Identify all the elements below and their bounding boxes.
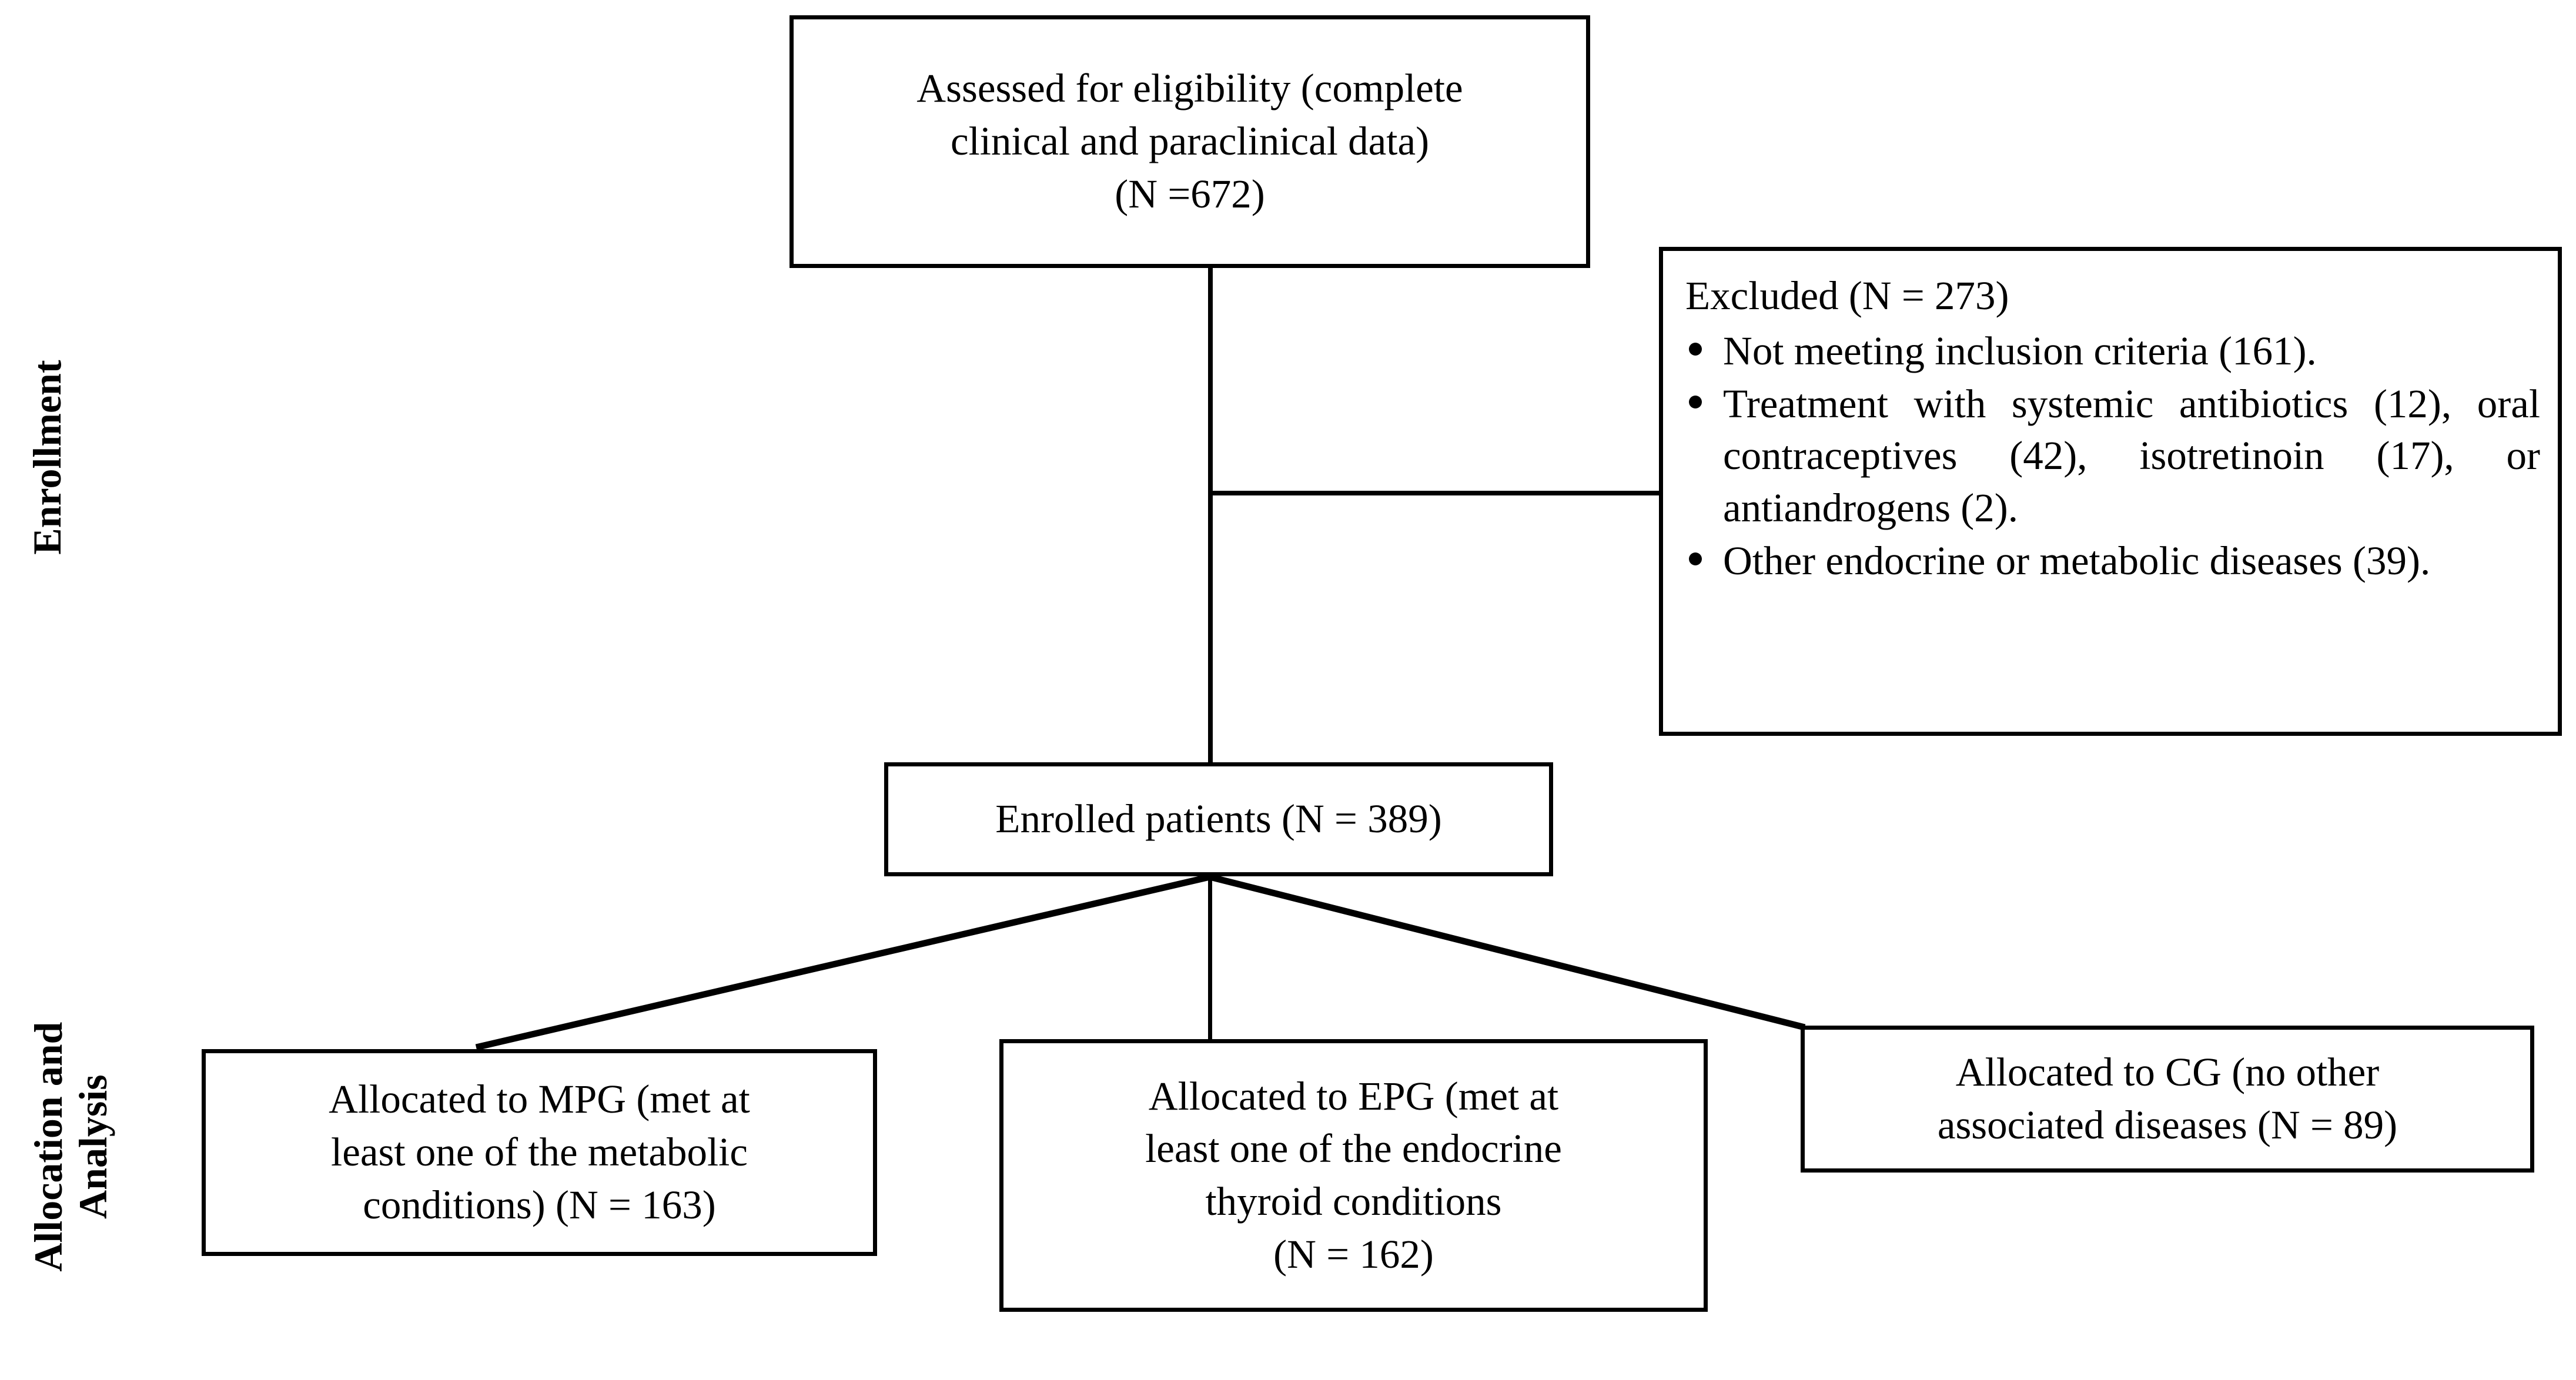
list-item-text: Treatment with systemic antibiotics (12)…: [1723, 381, 2540, 530]
connector-enrolled-to-epg: [1208, 876, 1212, 1041]
node-assessed-for-eligibility: Assessed for eligibility (complete clini…: [789, 15, 1590, 268]
node-allocated-to-cg: Allocated to CG (no other associated dis…: [1801, 1026, 2534, 1173]
node-excluded-heading: Excluded (N = 273): [1685, 273, 2009, 318]
list-item: Other endocrine or metabolic diseases (3…: [1677, 535, 2540, 587]
node-mpg-text: Allocated to MPG (met at least one of th…: [329, 1077, 750, 1227]
bullet-icon: [1689, 396, 1702, 409]
list-item: Not meeting inclusion criteria (161).: [1677, 325, 2540, 377]
connector-to-excluded-box: [1211, 491, 1661, 495]
node-assessed-text: Assessed for eligibility (complete clini…: [916, 66, 1463, 216]
node-excluded-list: Not meeting inclusion criteria (161). Tr…: [1677, 325, 2540, 587]
node-enrolled-patients: Enrolled patients (N = 389): [884, 762, 1553, 876]
bullet-icon: [1689, 343, 1702, 356]
node-epg-text: Allocated to EPG (met at least one of th…: [1145, 1073, 1562, 1277]
node-excluded: Excluded (N = 273) Not meeting inclusion…: [1659, 247, 2562, 736]
list-item: Treatment with systemic antibiotics (12)…: [1677, 378, 2540, 534]
list-item-text: Not meeting inclusion criteria (161).: [1723, 328, 2317, 373]
stage-label-enrollment: Enrollment: [24, 360, 69, 555]
node-allocated-to-epg: Allocated to EPG (met at least one of th…: [999, 1039, 1708, 1312]
node-enrolled-text: Enrolled patients (N = 389): [995, 796, 1442, 842]
node-cg-text: Allocated to CG (no other associated dis…: [1937, 1050, 2398, 1147]
stage-label-allocation-and-analysis: Allocation and Analysis: [25, 1021, 115, 1272]
connector-assessed-to-enrolled: [1208, 267, 1213, 764]
node-allocated-to-mpg: Allocated to MPG (met at least one of th…: [202, 1049, 877, 1256]
list-item-text: Other endocrine or metabolic diseases (3…: [1723, 538, 2431, 583]
bullet-icon: [1689, 552, 1702, 566]
